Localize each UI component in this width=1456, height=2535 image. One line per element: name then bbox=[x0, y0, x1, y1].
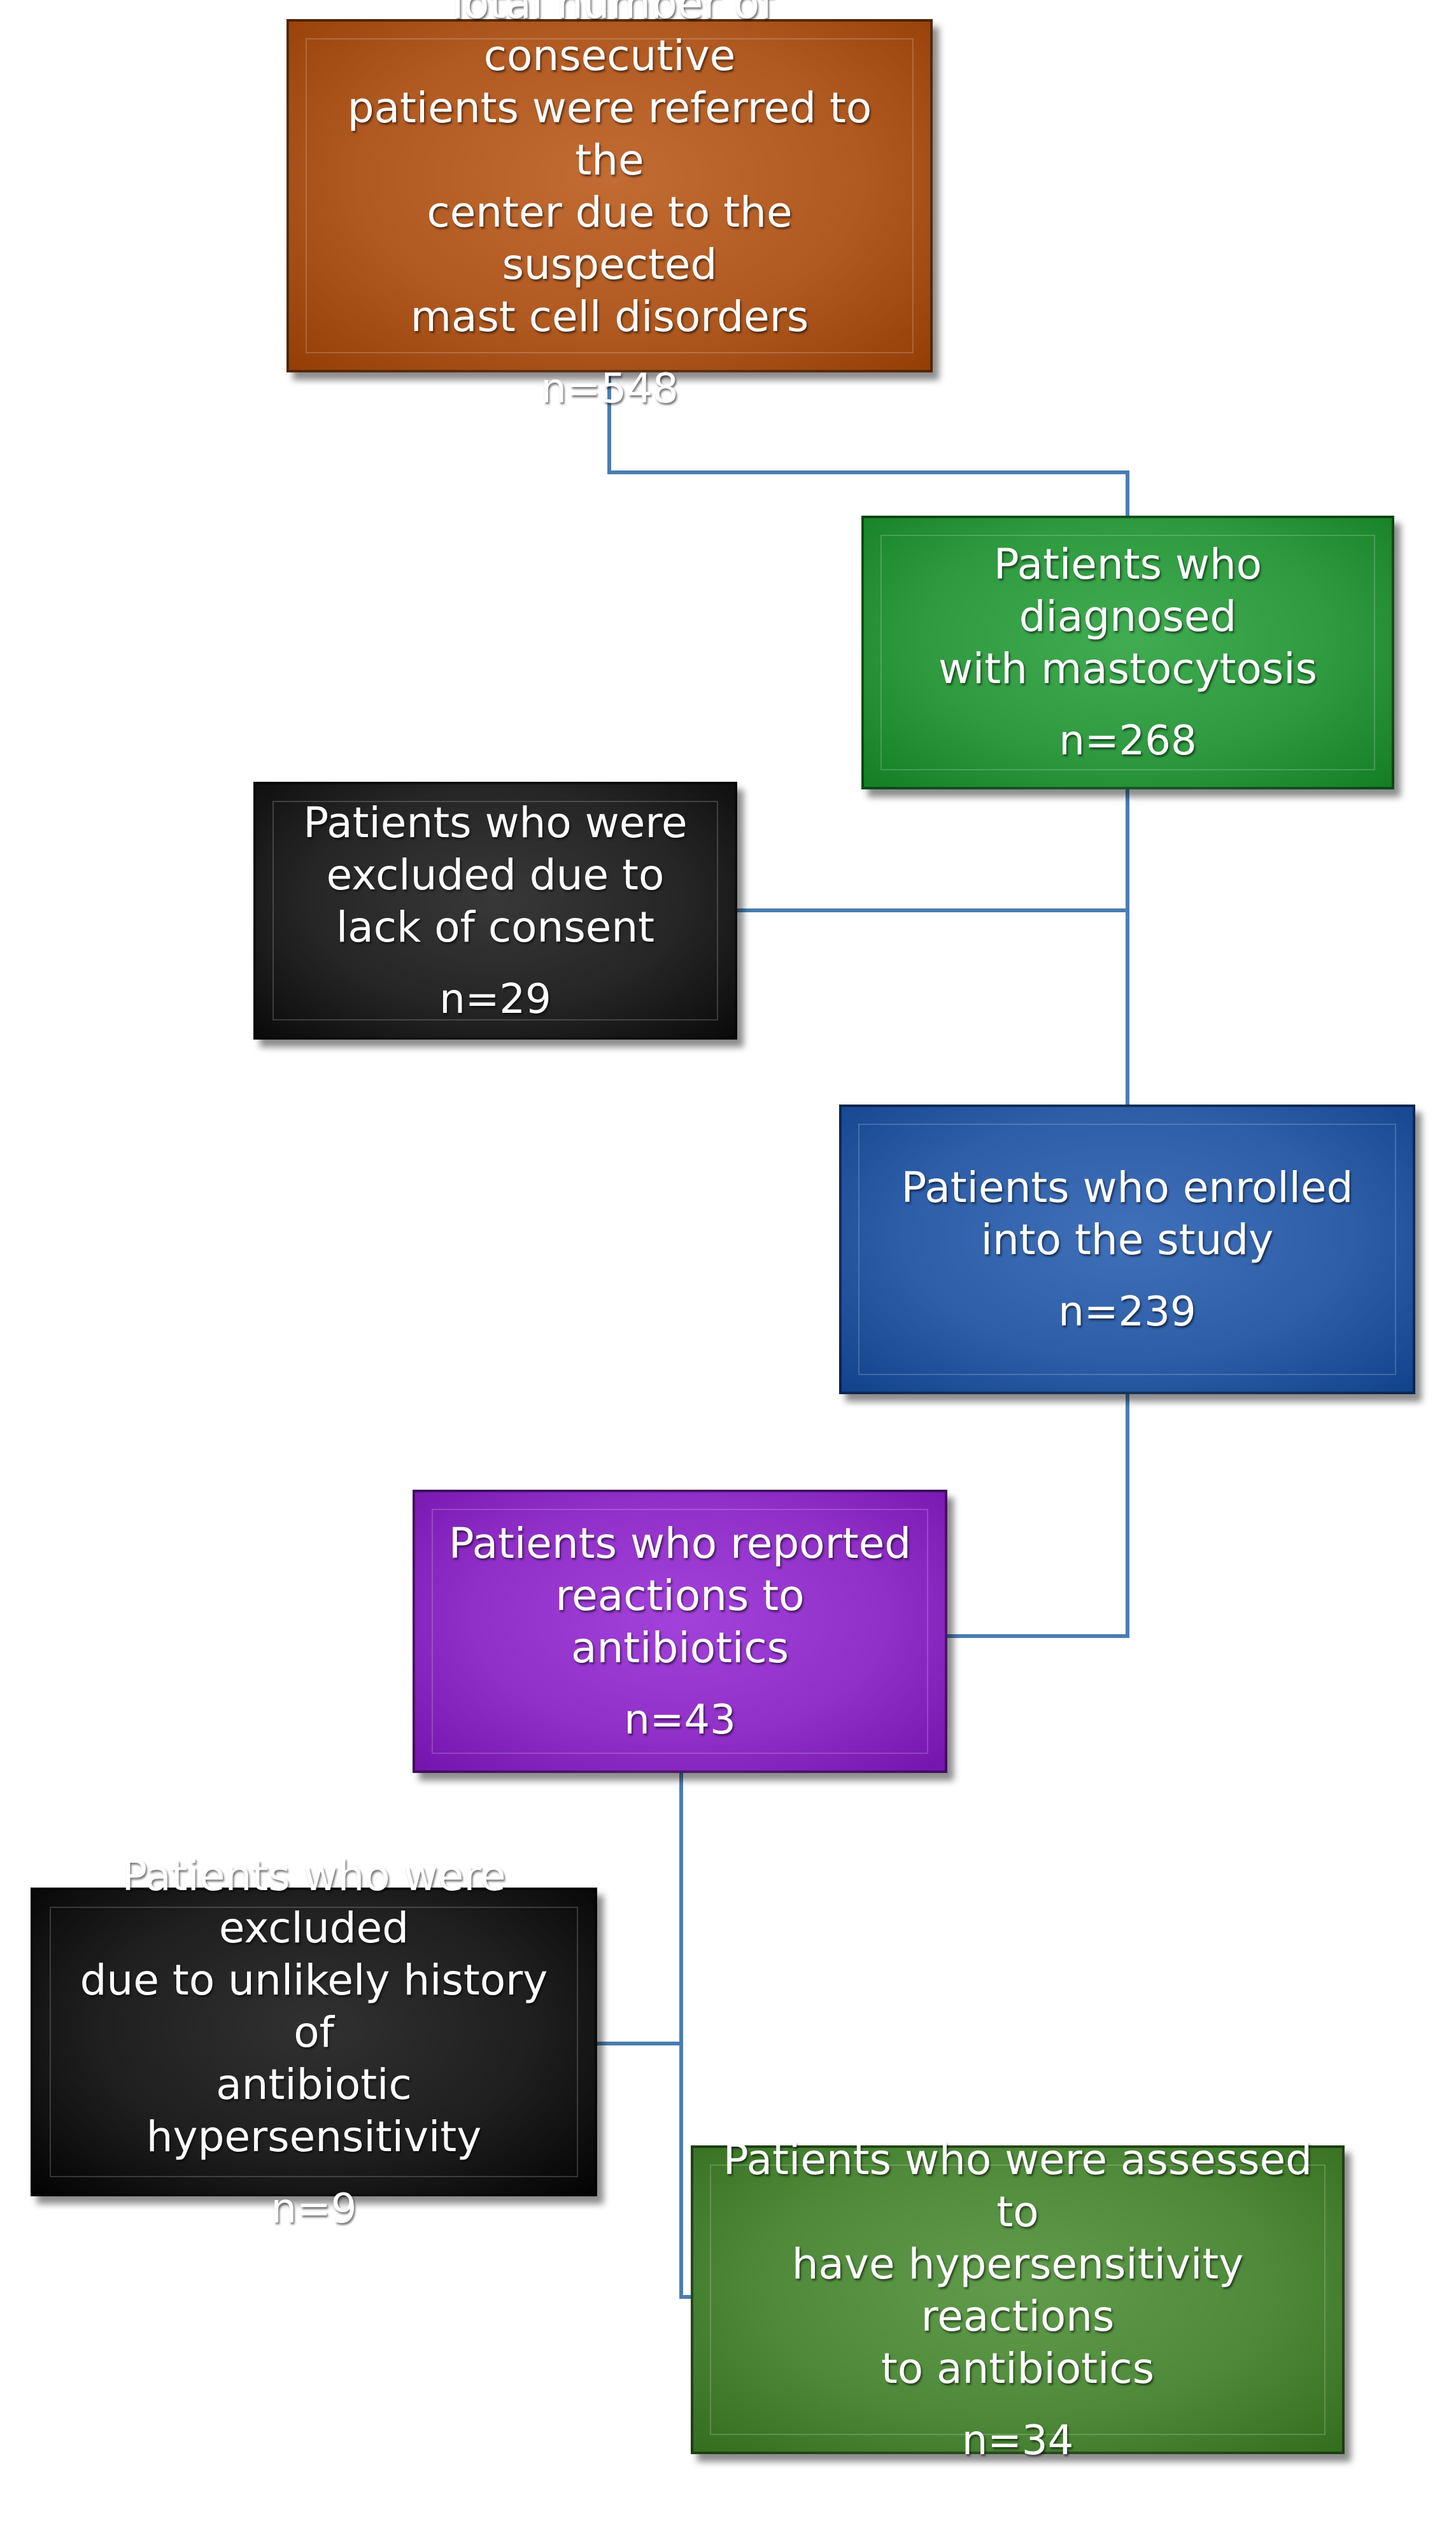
box-diagnosed-count: n=268 bbox=[1059, 717, 1197, 765]
connector-reported-to-assessed bbox=[679, 1771, 693, 2299]
box-reported-reactions: Patients who reported reactions to antib… bbox=[413, 1490, 947, 1773]
box-excluded-unlikely-history: Patients who were excluded due to unlike… bbox=[31, 1851, 597, 2233]
box-assessed-label: Patients who were assessed to have hyper… bbox=[723, 2135, 1313, 2393]
box-diagnosed-label: Patients who diagnosed with mastocytosis bbox=[938, 540, 1318, 693]
box-referred-patients: Total number of consecutive patients wer… bbox=[286, 0, 933, 413]
box-referred-count: n=548 bbox=[541, 365, 679, 413]
box-reported-label: Patients who reported reactions to antib… bbox=[448, 1518, 912, 1672]
box-assessed-count: n=34 bbox=[961, 2417, 1074, 2464]
box-enrolled-count: n=239 bbox=[1058, 1288, 1196, 1336]
box-unlikely-count: n=9 bbox=[271, 2185, 357, 2233]
connector-enrolled-to-reported bbox=[945, 1392, 1129, 1638]
box-reported-count: n=43 bbox=[624, 1696, 736, 1744]
box-no-consent-count: n=29 bbox=[439, 975, 551, 1023]
box-diagnosed-mastocytosis: Patients who diagnosed with mastocytosis… bbox=[861, 516, 1394, 789]
box-enrolled-label: Patients who enrolled into the study bbox=[901, 1162, 1354, 1264]
box-no-consent-label: Patients who were excluded due to lack o… bbox=[303, 798, 688, 952]
box-referred-label: Total number of consecutive patients wer… bbox=[347, 0, 872, 341]
connector-referred-to-diagnosed bbox=[607, 371, 1129, 518]
box-excluded-no-consent: Patients who were excluded due to lack o… bbox=[253, 782, 737, 1040]
box-unlikely-label: Patients who were excluded due to unlike… bbox=[80, 1851, 548, 2161]
box-enrolled-study: Patients who enrolled into the study n=2… bbox=[839, 1105, 1415, 1394]
box-assessed-hypersensitivity: Patients who were assessed to have hyper… bbox=[691, 2135, 1345, 2464]
